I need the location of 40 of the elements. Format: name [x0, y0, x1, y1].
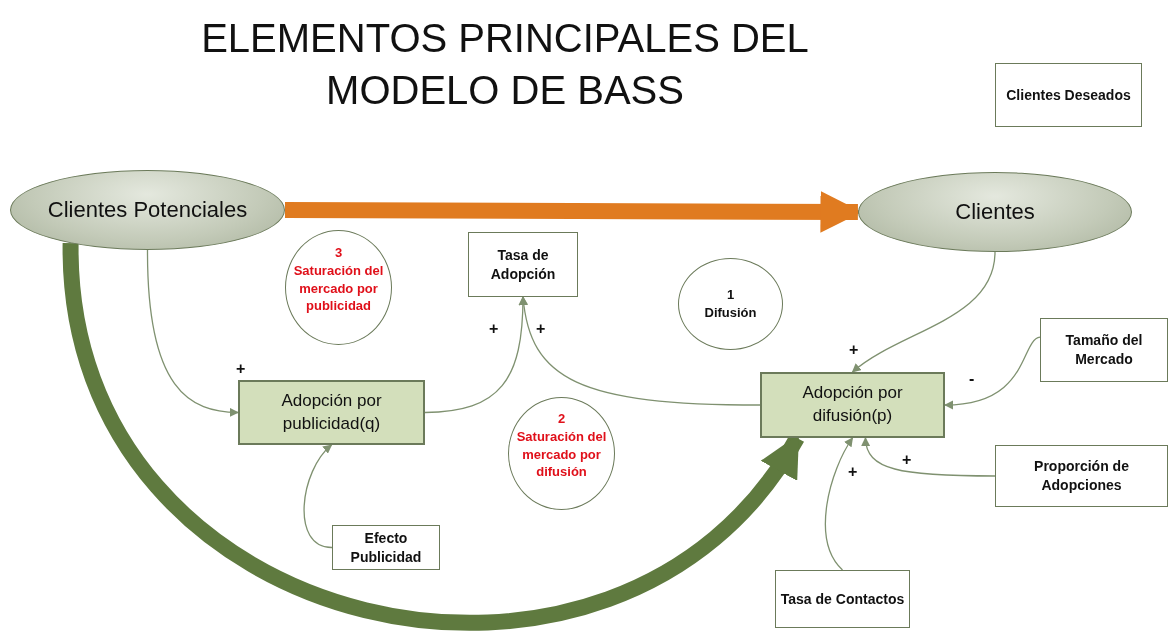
arrow	[146, 249, 239, 417]
loop-number: 2	[557, 410, 566, 428]
process-box	[760, 372, 945, 438]
loop-number: 3	[334, 244, 343, 262]
variable-box	[775, 570, 910, 628]
loop-label: Saturación del mercado por difusión	[515, 427, 608, 481]
arrow	[519, 296, 761, 406]
variable-label: Proporción de Adopciones	[1033, 457, 1130, 495]
arrow	[851, 251, 996, 373]
variable-label: Tasa de Adopción	[489, 245, 557, 284]
polarity-sign: +	[848, 463, 858, 481]
variable-box	[468, 232, 578, 297]
node-label: Clientes	[955, 197, 1035, 226]
arrow	[861, 437, 996, 477]
polarity-sign: +	[536, 320, 546, 338]
process-label: Adopción por difusión(p)	[801, 382, 904, 427]
variable-label: Tasa de Contactos	[780, 589, 905, 609]
process-box	[238, 380, 425, 445]
diagram-title: ELEMENTOS PRINCIPALES DEL MODELO DE BASS	[200, 15, 810, 114]
polarity-sign: +	[236, 360, 246, 378]
polarity-sign: +	[849, 341, 859, 359]
polarity-sign: +	[902, 451, 912, 469]
loop-label: Saturación del mercado por publicidad	[292, 261, 385, 315]
variable-label: Tamaño del Mercado	[1064, 331, 1144, 369]
variable-box	[995, 63, 1142, 127]
loop-number: 1	[726, 286, 735, 304]
variable-box	[1040, 318, 1168, 382]
polarity-sign: +	[489, 320, 499, 338]
flow-arrow	[62, 242, 804, 631]
loop-label: Difusión	[704, 304, 757, 322]
arrow	[944, 336, 1041, 409]
variable-box	[332, 525, 440, 570]
polarity-sign: -	[969, 370, 975, 388]
node-label: Clientes Potenciales	[47, 195, 248, 224]
variable-box	[995, 445, 1168, 507]
variable-label: Efecto Publicidad	[349, 528, 423, 567]
arrow	[303, 444, 333, 549]
arrow	[824, 437, 854, 571]
process-label: Adopción por publicidad(q)	[280, 389, 383, 435]
variable-label: Clientes Deseados	[1006, 85, 1131, 105]
